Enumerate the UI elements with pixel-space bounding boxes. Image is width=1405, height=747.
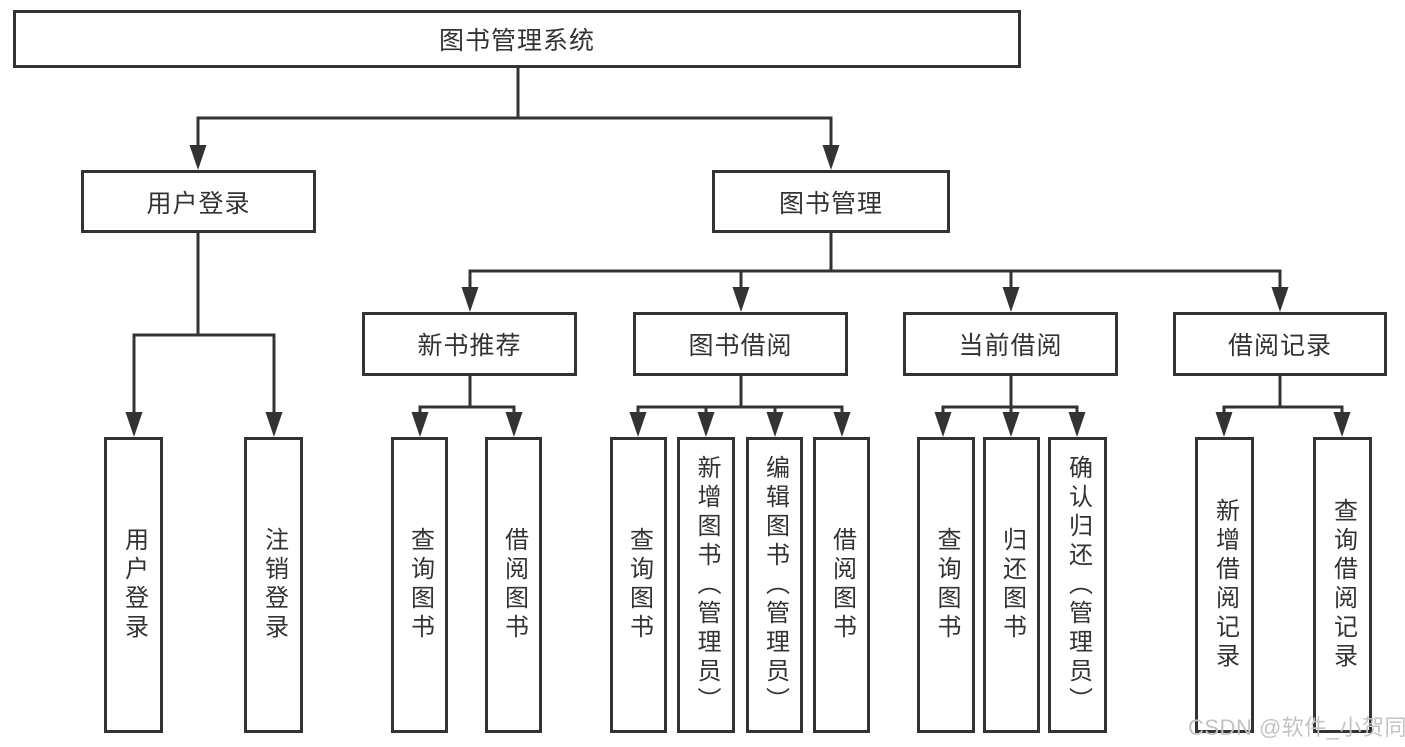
node-box-leaf-borrow-book-1: 借阅图书 bbox=[485, 437, 542, 733]
node-label-leaf-borrow-book-2: 借阅图书 bbox=[828, 527, 856, 643]
arrowhead-icon bbox=[629, 412, 647, 437]
arrowhead-icon bbox=[822, 145, 840, 170]
arrowhead-icon bbox=[1002, 412, 1020, 437]
node-label-leaf-add-borrow-record: 新增借阅记录 bbox=[1211, 498, 1239, 672]
arrowhead-icon bbox=[505, 412, 523, 437]
node-label-leaf-query-book-3: 查询图书 bbox=[933, 527, 960, 643]
arrowhead-icon bbox=[461, 287, 479, 312]
node-label-user-login-branch: 用户登录 bbox=[146, 189, 251, 218]
arrowhead-icon bbox=[1215, 412, 1233, 437]
node-label-leaf-add-book-admin: 新增图书（管理员） bbox=[693, 454, 720, 716]
node-box-leaf-borrow-book-2: 借阅图书 bbox=[813, 437, 870, 733]
node-box-current-borrow: 当前借阅 bbox=[903, 312, 1118, 376]
arrowhead-icon bbox=[1333, 412, 1351, 437]
node-box-leaf-add-book-admin: 新增图书（管理员） bbox=[677, 437, 735, 733]
arrowhead-icon bbox=[934, 412, 952, 437]
node-label-leaf-query-book-2: 查询图书 bbox=[625, 527, 653, 643]
node-label-leaf-logout: 注销登录 bbox=[260, 527, 288, 643]
node-box-leaf-query-borrow-record: 查询借阅记录 bbox=[1313, 437, 1372, 733]
node-box-leaf-add-borrow-record: 新增借阅记录 bbox=[1195, 437, 1254, 733]
node-label-book-borrow: 图书借阅 bbox=[688, 332, 793, 360]
node-label-leaf-return-book: 归还图书 bbox=[998, 527, 1026, 643]
node-box-leaf-query-book-2: 查询图书 bbox=[610, 437, 667, 733]
node-label-leaf-confirm-return: 确认归还（管理员） bbox=[1064, 454, 1092, 716]
arrowhead-icon bbox=[1068, 412, 1086, 437]
node-label-current-borrow: 当前借阅 bbox=[958, 332, 1063, 360]
arrowhead-icon bbox=[833, 412, 851, 437]
node-box-leaf-user-login: 用户登录 bbox=[104, 437, 163, 733]
node-label-leaf-edit-book-admin: 编辑图书（管理员） bbox=[761, 454, 789, 716]
node-label-leaf-query-borrow-record: 查询借阅记录 bbox=[1329, 498, 1357, 672]
node-label-new-book-recommend: 新书推荐 bbox=[417, 332, 522, 360]
arrowhead-icon bbox=[125, 412, 143, 437]
node-box-root-system: 图书管理系统 bbox=[13, 10, 1021, 68]
node-box-book-borrow: 图书借阅 bbox=[633, 312, 848, 376]
node-box-leaf-logout: 注销登录 bbox=[244, 437, 303, 733]
node-label-leaf-user-login: 用户登录 bbox=[120, 527, 148, 643]
node-label-leaf-borrow-book-1: 借阅图书 bbox=[500, 527, 528, 643]
node-box-leaf-query-book-3: 查询图书 bbox=[917, 437, 975, 733]
arrowhead-icon bbox=[189, 145, 207, 170]
arrowhead-icon bbox=[411, 412, 429, 437]
node-box-new-book-recommend: 新书推荐 bbox=[362, 312, 577, 376]
arrowhead-icon bbox=[732, 287, 750, 312]
node-label-book-management-branch: 图书管理 bbox=[778, 189, 883, 218]
node-box-borrow-records: 借阅记录 bbox=[1173, 312, 1387, 376]
node-box-leaf-edit-book-admin: 编辑图书（管理员） bbox=[746, 437, 803, 733]
arrowhead-icon bbox=[1002, 287, 1020, 312]
node-label-root-system: 图书管理系统 bbox=[438, 27, 595, 55]
node-box-leaf-query-book-1: 查询图书 bbox=[391, 437, 448, 733]
node-box-leaf-return-book: 归还图书 bbox=[983, 437, 1040, 733]
node-label-borrow-records: 借阅记录 bbox=[1227, 332, 1332, 360]
arrowhead-icon bbox=[697, 412, 715, 437]
node-box-user-login-branch: 用户登录 bbox=[81, 170, 316, 233]
arrowhead-icon bbox=[265, 412, 283, 437]
arrowhead-icon bbox=[1271, 287, 1289, 312]
node-box-leaf-confirm-return: 确认归还（管理员） bbox=[1048, 437, 1107, 733]
watermark-text: CSDN @软件_小贺同学 bbox=[1188, 715, 1405, 740]
node-box-book-management-branch: 图书管理 bbox=[712, 170, 950, 233]
arrowhead-icon bbox=[766, 412, 784, 437]
node-label-leaf-query-book-1: 查询图书 bbox=[406, 527, 434, 643]
